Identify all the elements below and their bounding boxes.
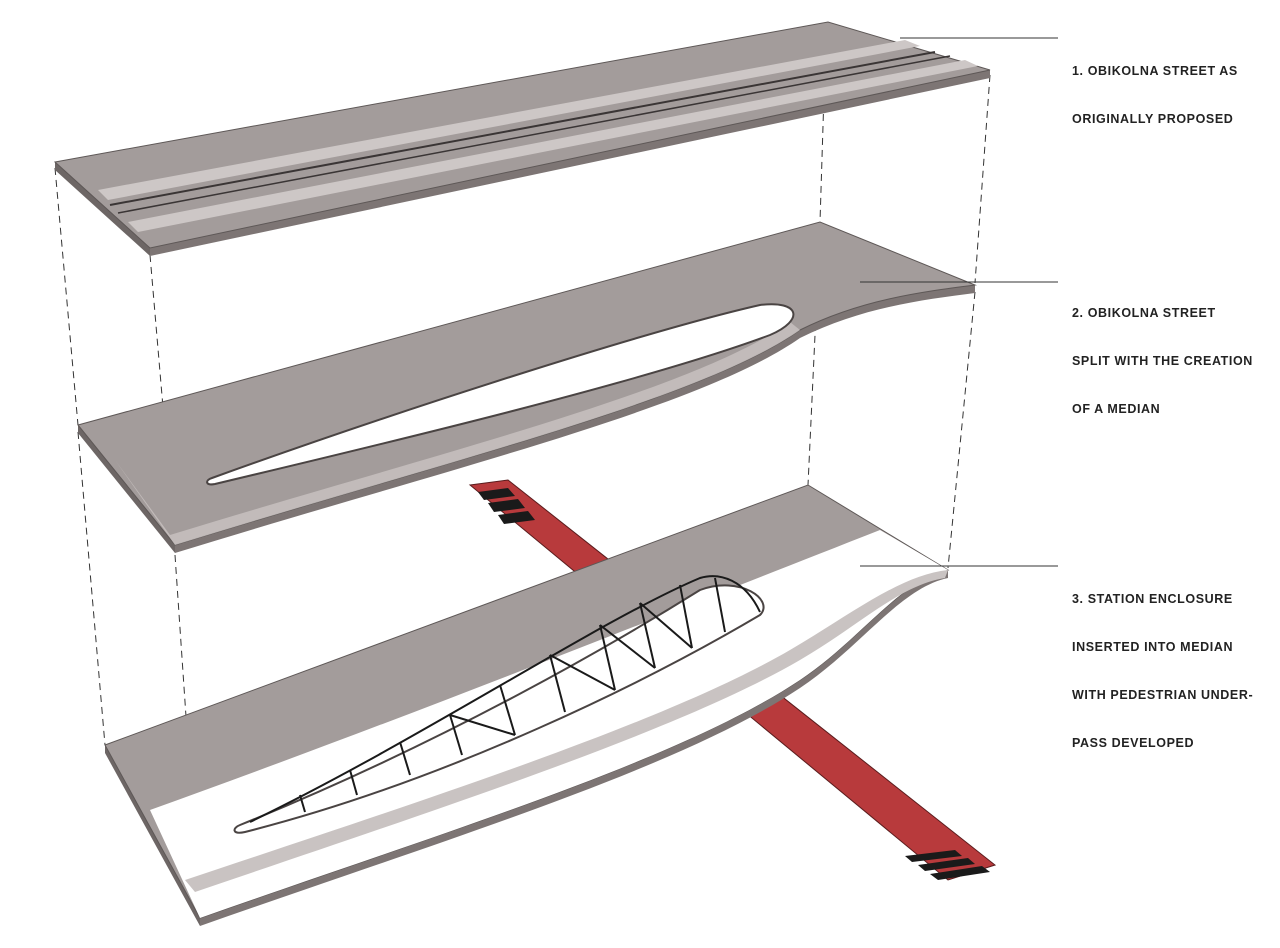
label-line: PASS DEVELOPED bbox=[1072, 736, 1195, 750]
layer-2-split-street-median bbox=[77, 221, 977, 553]
label-line: 1. OBIKOLNA STREET AS bbox=[1072, 64, 1238, 78]
layer-1-original-street bbox=[53, 21, 991, 256]
label-line: ORIGINALLY PROPOSED bbox=[1072, 112, 1234, 126]
label-line: OF A MEDIAN bbox=[1072, 402, 1161, 416]
label-line: SPLIT WITH THE CREATION bbox=[1072, 354, 1253, 368]
label-step-3: 3. STATION ENCLOSURE INSERTED INTO MEDIA… bbox=[1072, 559, 1253, 767]
leader-lines bbox=[860, 37, 1058, 567]
label-line: 2. OBIKOLNA STREET bbox=[1072, 306, 1216, 320]
label-step-2: 2. OBIKOLNA STREET SPLIT WITH THE CREATI… bbox=[1072, 273, 1253, 433]
enclosure-ribs bbox=[249, 575, 761, 823]
label-line: 3. STATION ENCLOSURE bbox=[1072, 592, 1233, 606]
label-step-1: 1. OBIKOLNA STREET AS ORIGINALLY PROPOSE… bbox=[1072, 31, 1238, 143]
label-line: INSERTED INTO MEDIAN bbox=[1072, 640, 1234, 654]
label-line: WITH PEDESTRIAN UNDER- bbox=[1072, 688, 1254, 702]
stair-icon bbox=[478, 488, 990, 880]
layer-3-station-enclosure bbox=[104, 484, 950, 926]
